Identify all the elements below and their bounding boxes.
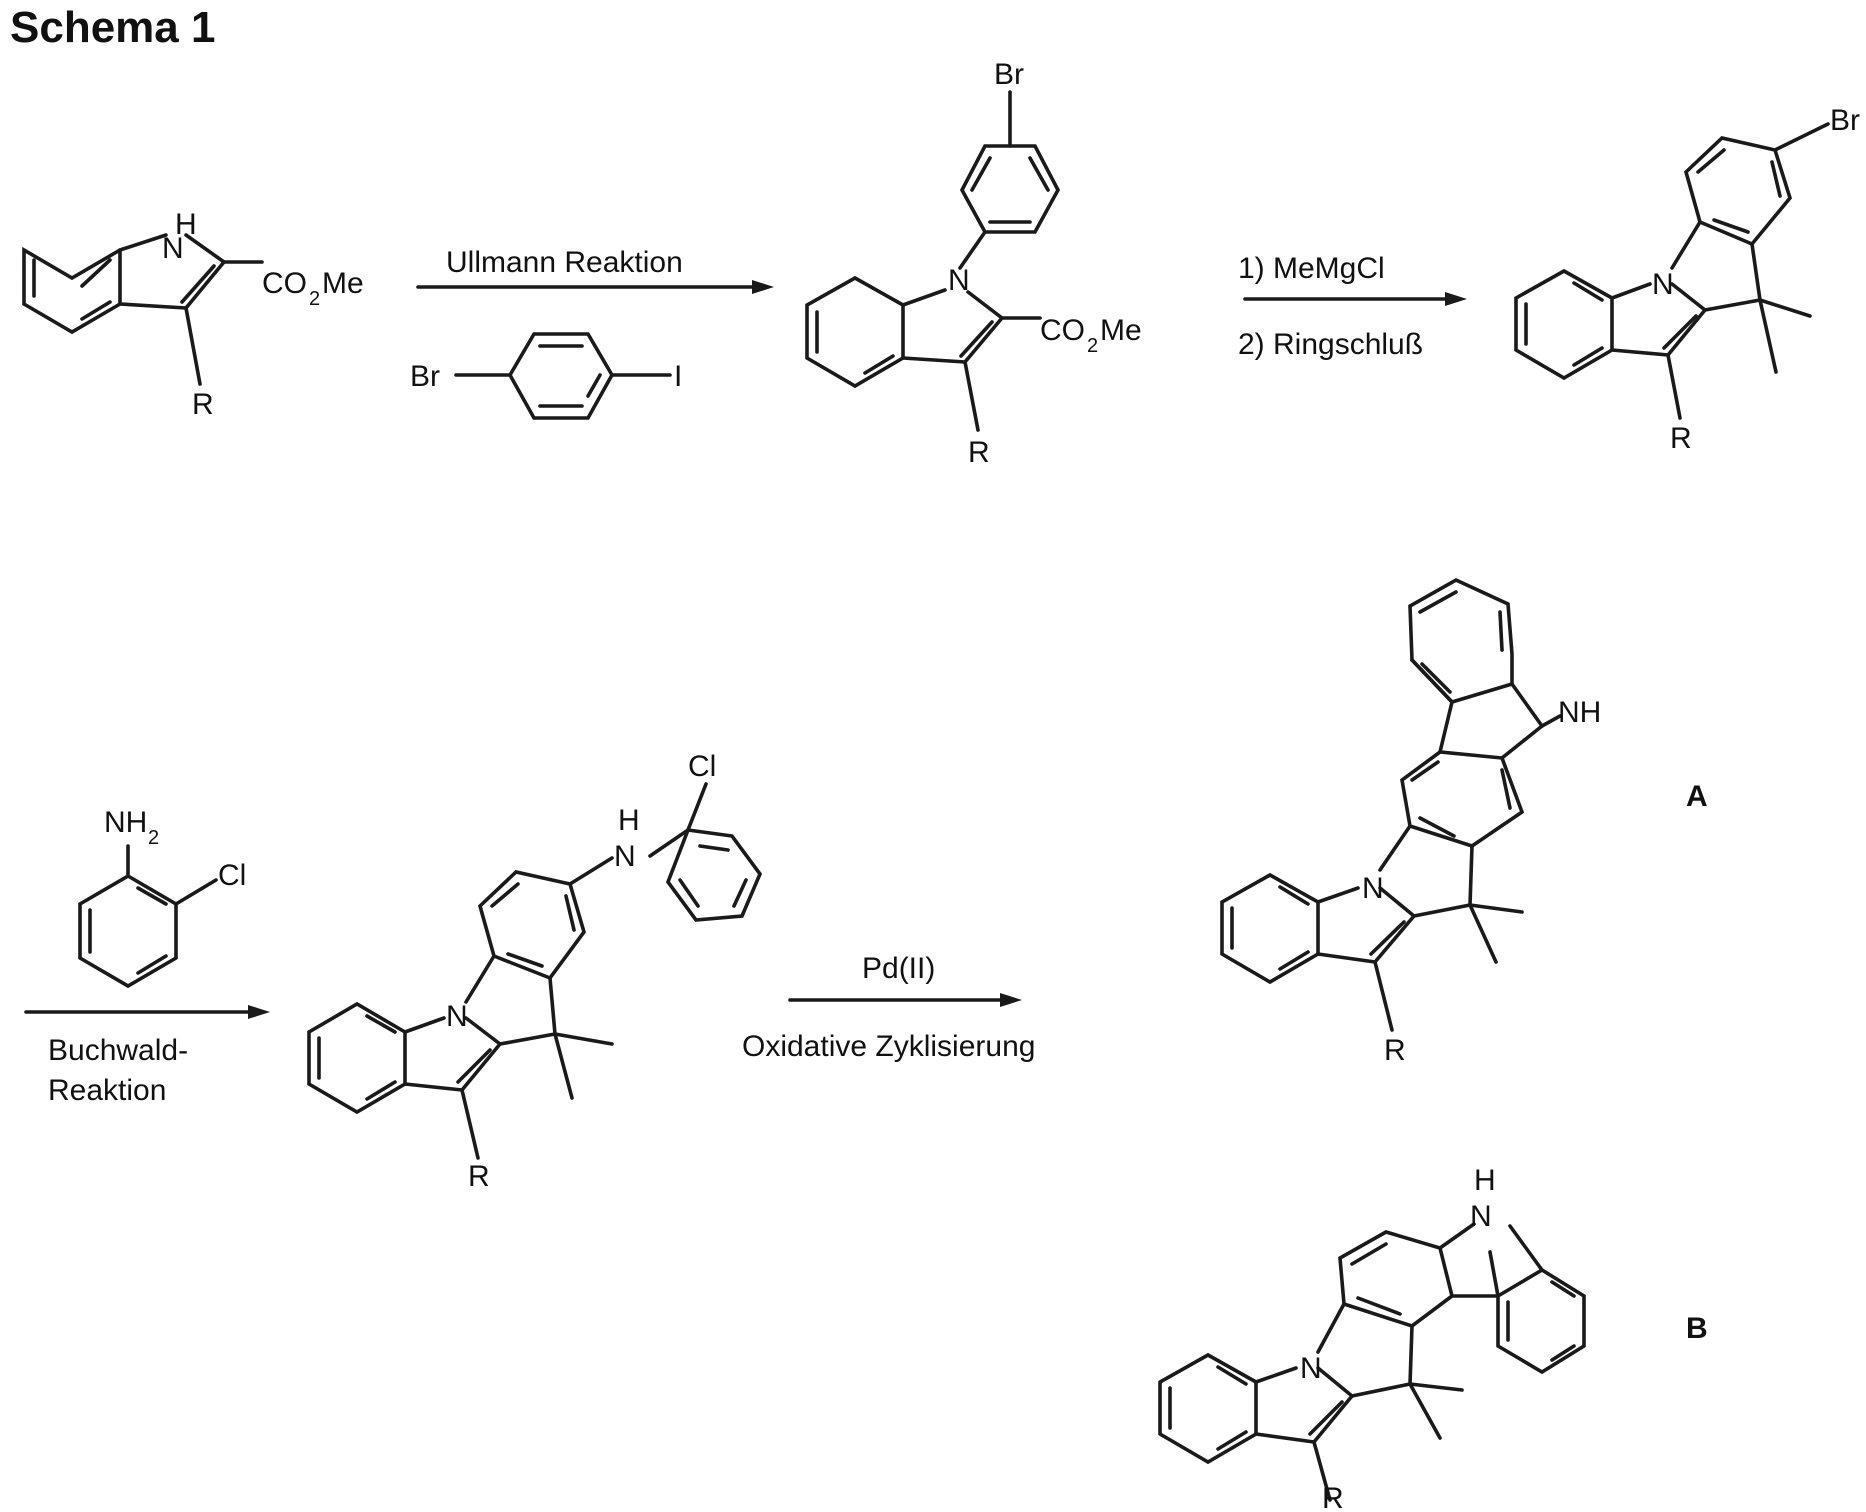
atom-n: N — [446, 1000, 468, 1033]
atom-me: Me — [322, 267, 364, 300]
label-product-b: B — [1686, 1312, 1708, 1345]
compound-indole-ester: H N CO 2 Me R — [24, 208, 364, 421]
reagent-chloroaniline: NH 2 Cl — [80, 806, 246, 986]
condition-pd: Pd(II) — [862, 952, 935, 985]
atom-i: I — [674, 360, 682, 393]
condition-ullmann: Ullmann Reaktion — [446, 246, 683, 279]
atom-n: N — [162, 232, 184, 265]
atom-r: R — [1670, 422, 1692, 455]
compound-bromophenyl-indole: N Br CO 2 Me R — [807, 58, 1142, 469]
reagent-bromoiodobenzene: Br I — [410, 334, 682, 418]
condition-ringschluss: 2) Ringschluß — [1238, 328, 1423, 361]
atom-h: H — [618, 804, 640, 837]
arrow-buchwald: Buchwald- Reaktion — [26, 1005, 270, 1107]
atom-cl: Cl — [688, 750, 716, 783]
atom-cl: Cl — [218, 859, 246, 892]
atom-br: Br — [410, 360, 440, 393]
atom-r: R — [968, 436, 990, 469]
scheme-title: Schema 1 — [10, 3, 215, 52]
atom-r: R — [1384, 1034, 1406, 1067]
arrow-ring-closure: 1) MeMgCl 2) Ringschluß — [1238, 252, 1467, 361]
atom-n: N — [1470, 1200, 1492, 1233]
atom-br: Br — [1830, 104, 1860, 137]
atom-br: Br — [994, 58, 1024, 91]
atom-h: H — [1474, 1164, 1496, 1197]
atom-nh2: NH — [104, 806, 147, 839]
compound-bromo-indolo-fluorene: N Br R — [1516, 104, 1860, 455]
atom-n: N — [1362, 872, 1384, 905]
condition-reaktion: Reaktion — [48, 1074, 166, 1107]
atom-sub2: 2 — [148, 827, 159, 849]
atom-sub2: 2 — [309, 288, 320, 310]
atom-n: N — [1300, 1352, 1322, 1385]
compound-amino-indolo-fluorene: N H N Cl R — [309, 750, 760, 1193]
atom-nh: NH — [1558, 696, 1601, 729]
atom-r: R — [468, 1160, 490, 1193]
atom-co: CO — [262, 267, 307, 300]
label-product-a: A — [1686, 780, 1708, 813]
atom-co: CO — [1040, 314, 1085, 347]
arrow-ullmann: Ullmann Reaktion — [418, 246, 774, 294]
atom-r: R — [1322, 1482, 1344, 1512]
product-a: N NH R A — [1222, 580, 1708, 1067]
product-b: N H N R B — [1160, 1164, 1708, 1512]
atom-n: N — [1652, 268, 1674, 301]
atom-r: R — [192, 388, 214, 421]
atom-n: N — [948, 264, 970, 297]
atom-me: Me — [1100, 314, 1142, 347]
condition-memgcl: 1) MeMgCl — [1238, 252, 1385, 285]
atom-sub2: 2 — [1087, 335, 1098, 357]
atom-n: N — [614, 840, 636, 873]
condition-oxidative: Oxidative Zyklisierung — [742, 1030, 1035, 1063]
arrow-oxidative-cyclization: Pd(II) Oxidative Zyklisierung — [742, 952, 1035, 1063]
condition-buchwald: Buchwald- — [48, 1034, 188, 1067]
